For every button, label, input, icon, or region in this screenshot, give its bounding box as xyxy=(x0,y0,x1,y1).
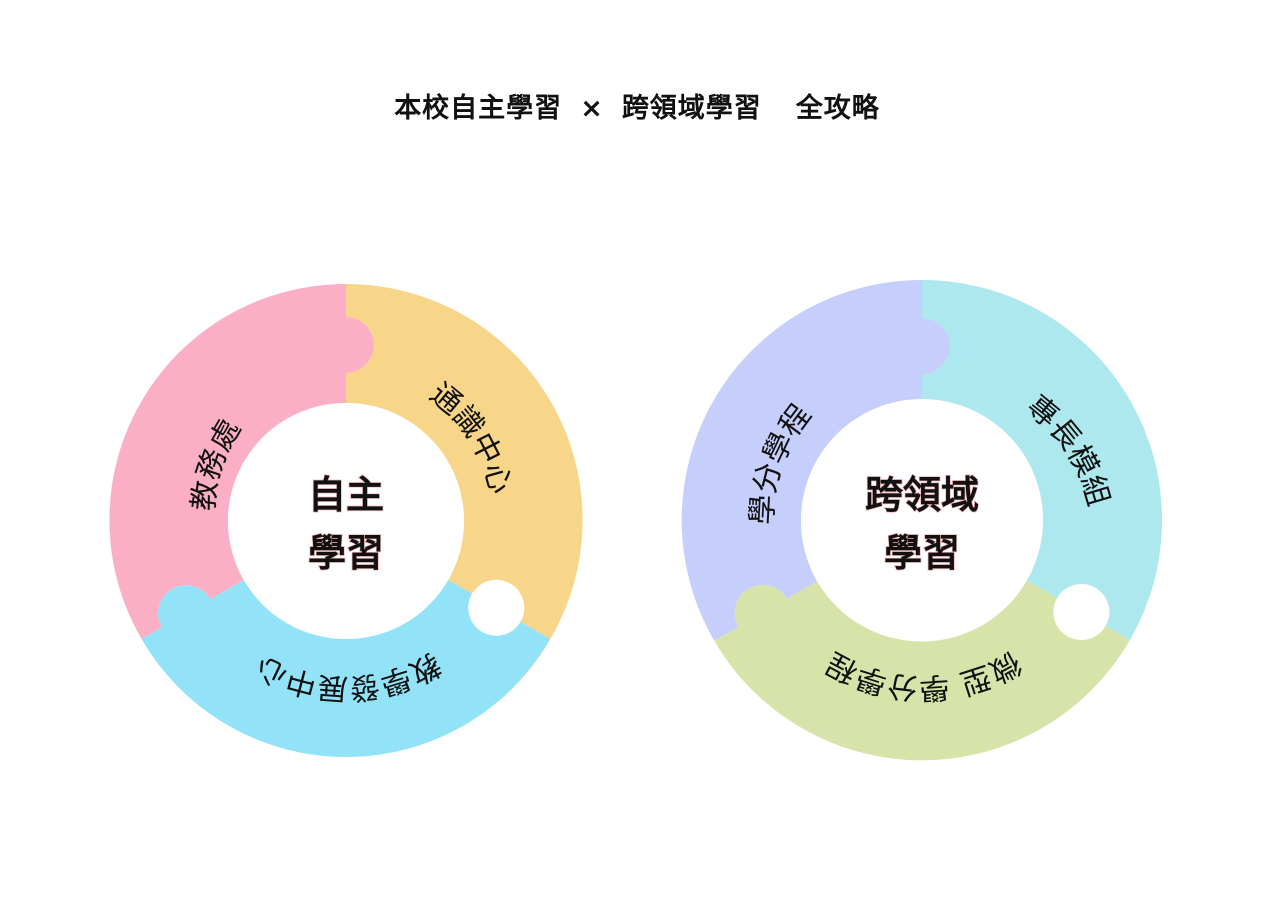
center-label-line-2: 學習 xyxy=(884,531,960,575)
segment-academic-affairs[interactable] xyxy=(109,283,374,639)
page-title: 本校自主學習 × 跨領域學習 全攻略 xyxy=(0,86,1274,125)
title-part-guide: 全攻略 xyxy=(795,93,880,124)
title-part-self-learning: 本校自主學習 xyxy=(394,93,563,124)
segment-micro-credit-program[interactable] xyxy=(714,580,1130,761)
center-label-line-1: 跨領域 xyxy=(865,473,979,517)
center-label-line-1: 自主 xyxy=(308,473,384,517)
title-cross-symbol: × xyxy=(580,93,604,124)
segment-specialty-module[interactable] xyxy=(922,280,1163,640)
center-label-line-2: 學習 xyxy=(308,531,384,575)
segment-credit-program[interactable] xyxy=(681,279,950,641)
segment-general-education-center[interactable] xyxy=(346,283,583,639)
ring-self-learning: 教務處 通識中心 教學發展中心 自主 學習 xyxy=(109,283,583,758)
ring-cross-domain-learning: 學分學程 專長模組 微型 學分學程 跨領域 學習 xyxy=(681,279,1163,761)
title-part-cross-domain: 跨領域學習 xyxy=(621,93,762,124)
segment-teaching-development-center[interactable] xyxy=(141,580,551,758)
